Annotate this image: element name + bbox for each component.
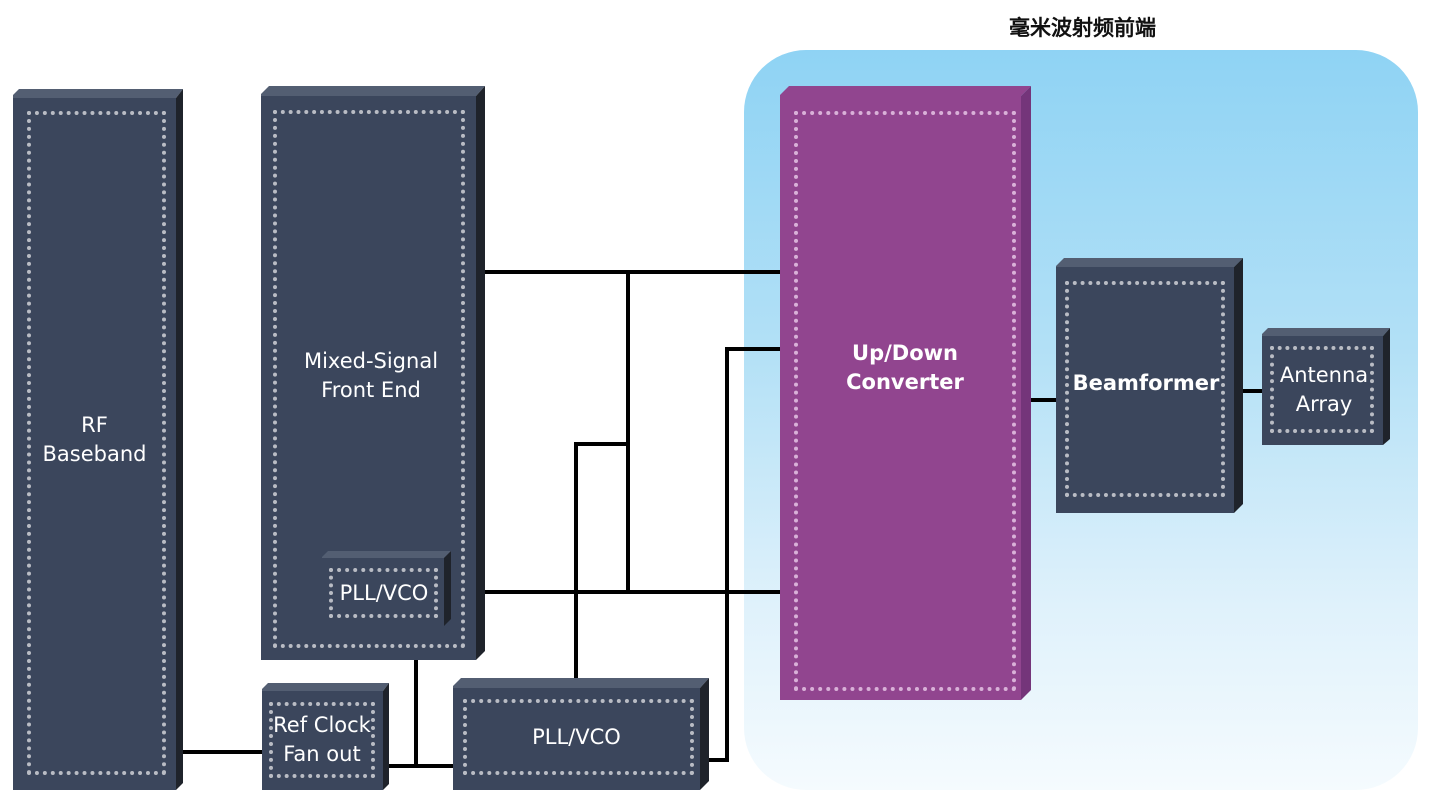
dotted-outline (794, 111, 1016, 691)
block-top-face (780, 86, 1031, 96)
dotted-outline (329, 568, 438, 618)
rf-baseband-label: RF Baseband (42, 412, 147, 466)
wire-pll-up-branch (574, 442, 630, 680)
block-side-face (476, 86, 485, 660)
mixed-signal-label: Mixed-Signal Front End (303, 349, 439, 402)
up-down-converter-block: Up/Down Converter (780, 86, 1031, 700)
pll-vco-label: PLL/VCO (532, 724, 621, 749)
pll-vco-inner-block: PLL/VCO (322, 551, 451, 626)
dotted-outline (27, 111, 166, 775)
dotted-outline (269, 702, 375, 778)
wire-pll-to-converter (707, 347, 782, 762)
block-front-face (13, 98, 176, 790)
pll-vco-inner-label: PLL/VCO (339, 580, 429, 605)
block-front-face (262, 691, 383, 790)
rf-baseband-block: RF Baseband (13, 89, 183, 790)
up-down-converter-label: Up/Down Converter (846, 341, 964, 394)
block-side-face (383, 683, 389, 790)
block-top-face (261, 86, 485, 96)
block-front-face (1056, 267, 1234, 513)
block-top-face (322, 551, 451, 558)
ref-clock-fanout-block: Ref Clock Fan out (262, 683, 389, 790)
block-side-face (700, 678, 709, 790)
antenna-array-block: Antenna Array (1262, 328, 1390, 445)
block-side-face (1021, 86, 1031, 700)
block-side-face (1383, 328, 1390, 445)
antenna-array-label: Antenna Array (1279, 362, 1369, 416)
block-side-face (1234, 258, 1243, 513)
block-side-face (176, 89, 183, 790)
pll-vco-block: PLL/VCO (453, 678, 709, 790)
block-top-face (1056, 258, 1243, 267)
block-side-face (444, 551, 451, 626)
beamformer-block: Beamformer (1056, 258, 1243, 513)
dotted-outline (1270, 346, 1374, 433)
block-front-face (1262, 336, 1383, 445)
region-title: 毫米波射频前端 (1009, 16, 1156, 40)
dotted-outline (273, 110, 465, 648)
block-top-face (13, 89, 183, 98)
ref-clock-label: Ref Clock Fan out (273, 713, 371, 766)
dotted-outline (463, 699, 694, 775)
block-top-face (262, 683, 389, 691)
block-front-face (780, 96, 1021, 700)
block-top-face (1262, 328, 1390, 336)
block-top-face (453, 678, 709, 688)
dotted-outline (1065, 281, 1225, 497)
beamformer-label: Beamformer (1072, 370, 1220, 395)
